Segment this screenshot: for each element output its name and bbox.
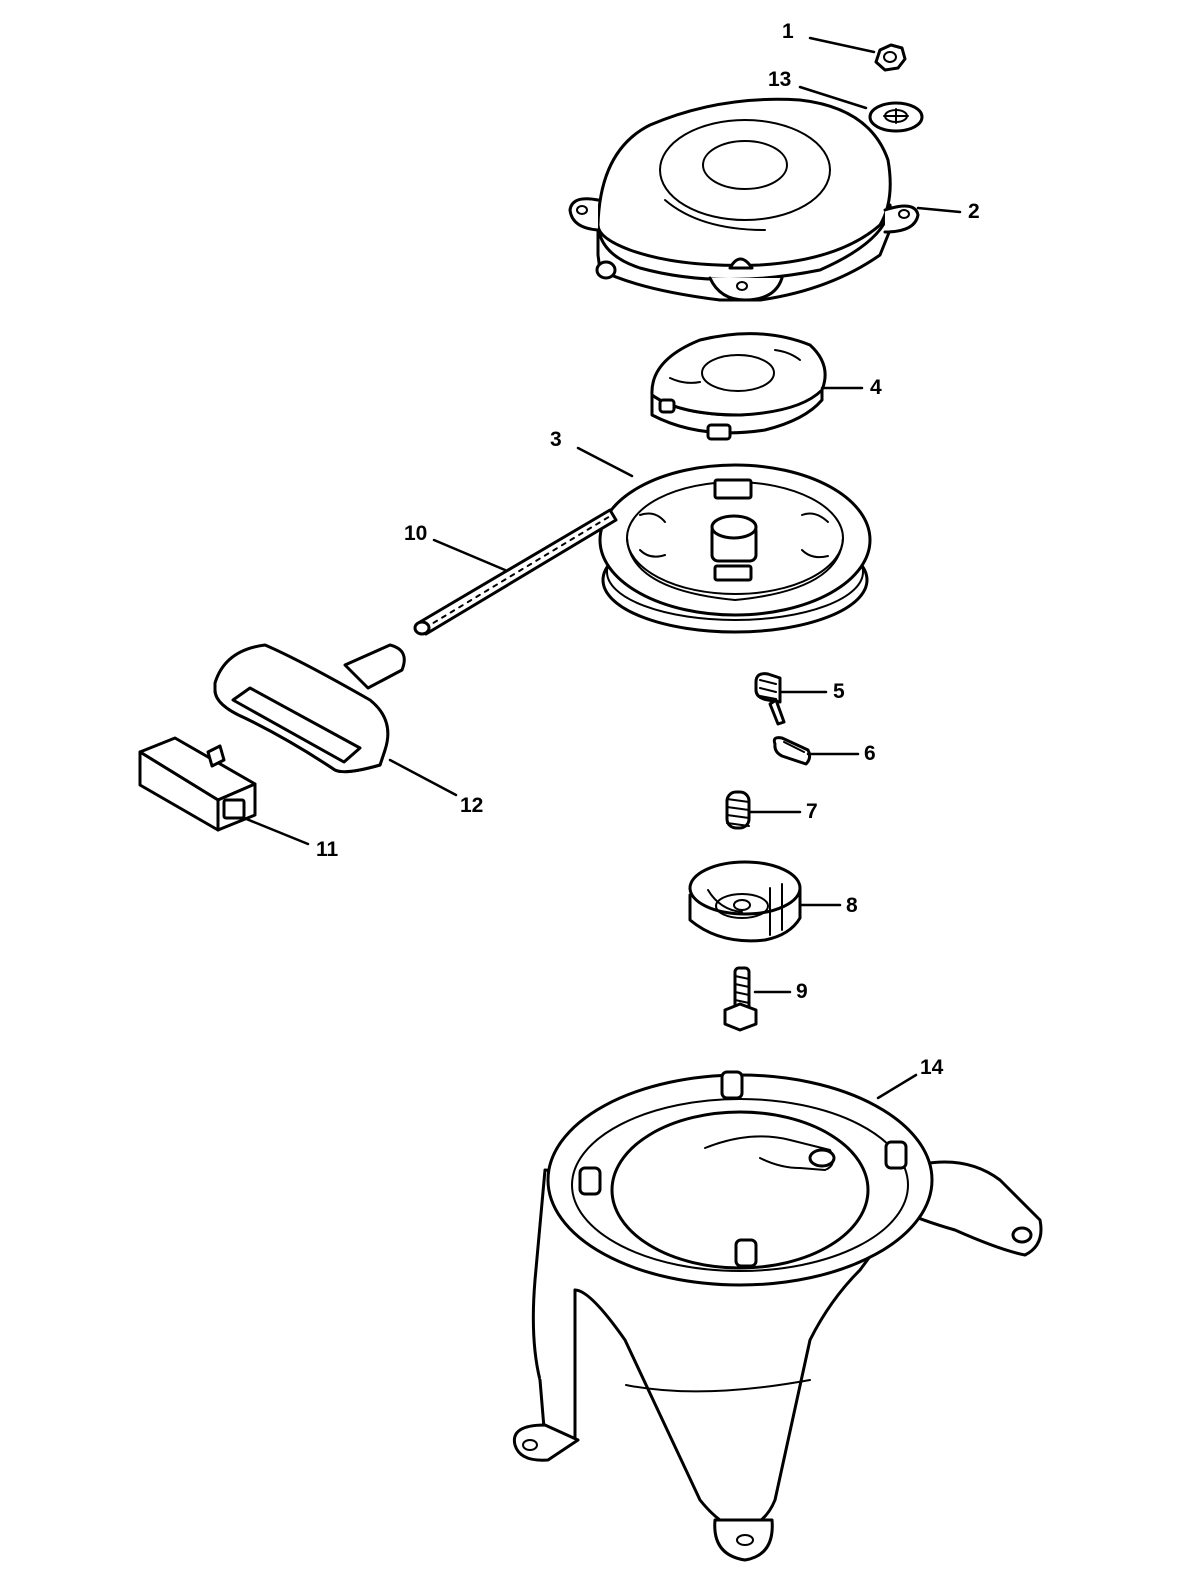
callout-3: 3 [550, 428, 562, 451]
leader-10 [432, 538, 507, 572]
leader-13 [798, 85, 868, 110]
leader-1 [808, 36, 876, 54]
callout-11: 11 [316, 838, 339, 861]
part-4-pawl-plate [650, 332, 827, 441]
leader-11 [242, 816, 310, 846]
callout-5: 5 [833, 680, 845, 703]
part-1-nut [874, 43, 907, 72]
part-8-retainer [688, 860, 802, 943]
part-10-starter-rope [413, 508, 618, 636]
part-11-handle-insert [138, 736, 257, 832]
callout-10: 10 [404, 522, 427, 545]
callout-8: 8 [846, 894, 858, 917]
callout-6: 6 [864, 742, 876, 765]
callout-9: 9 [796, 980, 808, 1003]
part-5-pawl-spring [754, 672, 786, 726]
part-12-starter-handle [213, 643, 406, 774]
housing-studs [578, 1070, 908, 1268]
part-6-pawl [772, 736, 812, 766]
callout-numbers: 1 2 3 4 5 6 7 8 9 10 11 12 13 14 [316, 20, 980, 1079]
part-3-rope-pulley [598, 463, 872, 634]
leader-2 [916, 206, 962, 214]
leader-12 [388, 758, 458, 797]
part-9-screw [723, 966, 758, 1032]
part-14-starter-housing [512, 1070, 1043, 1562]
callout-7: 7 [806, 800, 818, 823]
callout-12: 12 [460, 794, 483, 817]
leader-lines [242, 36, 962, 1100]
part-13-washer [868, 101, 924, 133]
callout-13: 13 [768, 68, 791, 91]
callout-4: 4 [870, 376, 882, 399]
leader-14 [876, 1073, 918, 1100]
callout-1: 1 [782, 20, 794, 43]
part-7-spring [725, 790, 751, 830]
part-2-starter-cover [568, 97, 920, 302]
callout-14: 14 [920, 1056, 944, 1079]
callout-2: 2 [968, 200, 980, 223]
leader-3 [576, 446, 634, 478]
